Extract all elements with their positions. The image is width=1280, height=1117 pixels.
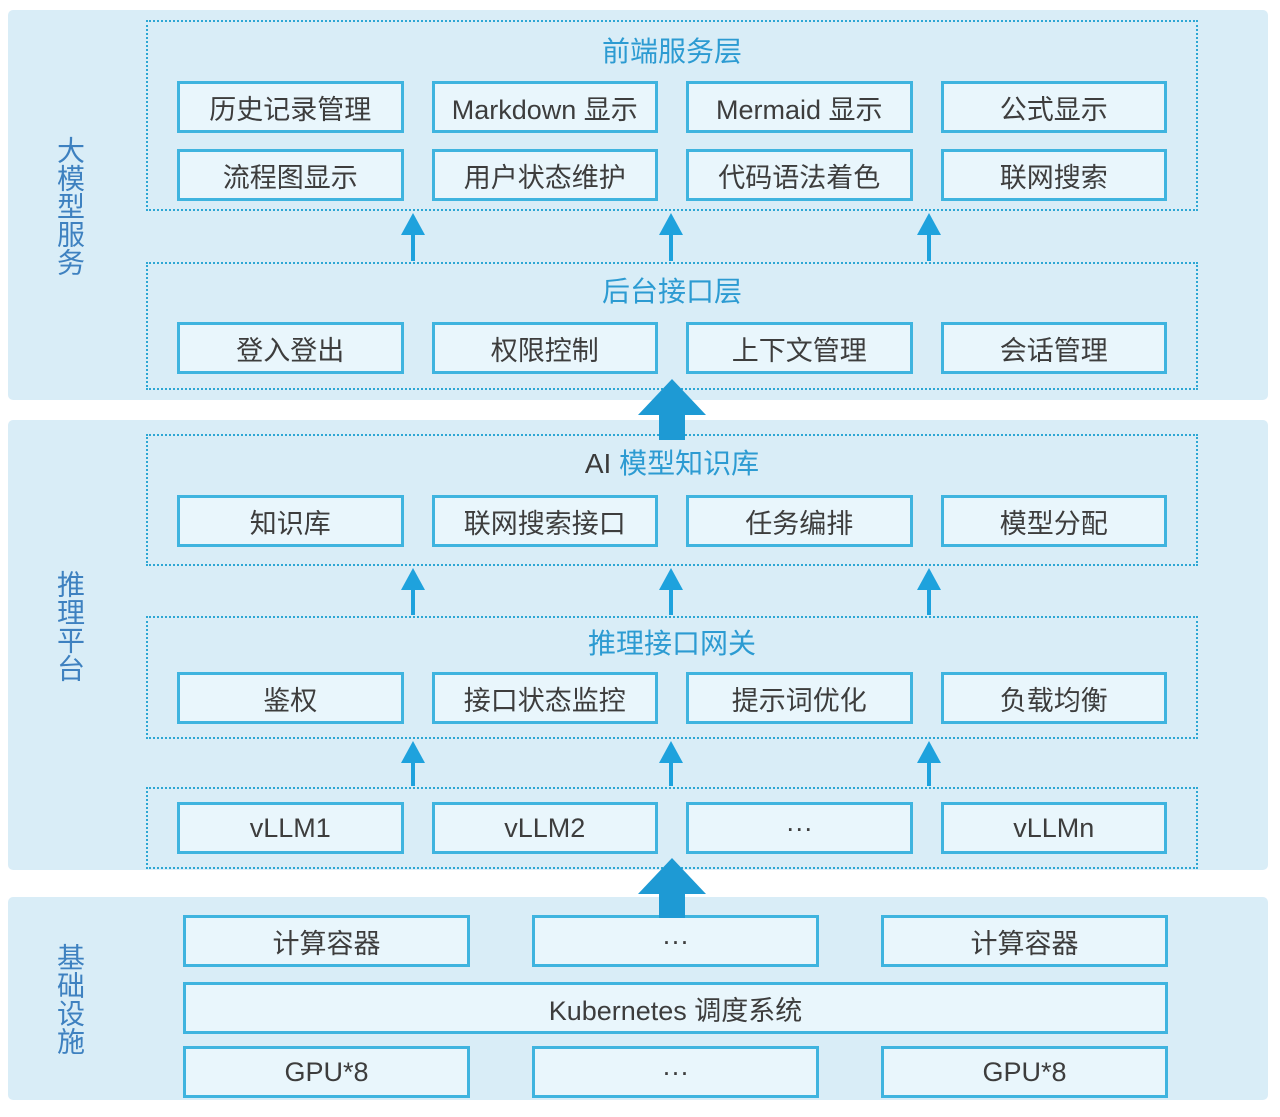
section-model-service: 大模型服务 前端服务层 历史记录管理 Markdown 显示 Mermaid 显… xyxy=(8,10,1268,400)
up-arrow-icon xyxy=(917,741,941,786)
group-title-main: 模型知识库 xyxy=(619,448,760,479)
side-label-infrastructure: 基础设施 xyxy=(54,943,85,1055)
up-arrow-icon xyxy=(401,741,425,786)
diagram-node: Mermaid 显示 xyxy=(686,81,913,133)
node-grid: vLLM1 vLLM2 ··· vLLMn xyxy=(148,802,1196,854)
diagram-node: 流程图显示 xyxy=(177,149,404,201)
group-title-prefix: AI xyxy=(584,448,620,479)
diagram-node: 模型分配 xyxy=(940,495,1167,547)
diagram-node: ··· xyxy=(686,802,913,854)
diagram-node: vLLM2 xyxy=(431,802,658,854)
diagram-node: 会话管理 xyxy=(940,322,1167,374)
diagram-node: ··· xyxy=(532,1046,819,1098)
diagram-node: 提示词优化 xyxy=(686,672,913,724)
up-arrow-icon xyxy=(401,568,425,615)
diagram-node: GPU*8 xyxy=(183,1046,470,1098)
section-inference-platform: 推理平台 AI 模型知识库 知识库 联网搜索接口 任务编排 模型分配 推理接口网… xyxy=(8,420,1268,870)
node-grid: 知识库 联网搜索接口 任务编排 模型分配 xyxy=(148,495,1196,547)
node-grid: 历史记录管理 Markdown 显示 Mermaid 显示 公式显示 流程图显示… xyxy=(148,81,1196,201)
up-arrow-icon xyxy=(917,213,941,261)
node-grid: 登入登出 权限控制 上下文管理 会话管理 xyxy=(148,322,1196,374)
big-up-arrow-icon xyxy=(638,858,706,918)
diagram-node: 联网搜索 xyxy=(940,149,1167,201)
diagram-node: 任务编排 xyxy=(686,495,913,547)
diagram-node: 联网搜索接口 xyxy=(431,495,658,547)
diagram-node: Kubernetes 调度系统 xyxy=(183,982,1168,1034)
node-grid: 鉴权 接口状态监控 提示词优化 负载均衡 xyxy=(148,672,1196,724)
diagram-node: 用户状态维护 xyxy=(431,149,658,201)
diagram-node: 计算容器 xyxy=(183,915,470,967)
diagram-node: Markdown 显示 xyxy=(431,81,658,133)
diagram-node: GPU*8 xyxy=(881,1046,1168,1098)
group-title: 后台接口层 xyxy=(601,276,742,307)
diagram-node: vLLMn xyxy=(940,802,1167,854)
diagram-node: 权限控制 xyxy=(431,322,658,374)
group-ai-model-knowledge-base: AI 模型知识库 知识库 联网搜索接口 任务编排 模型分配 xyxy=(146,434,1198,566)
section-infrastructure: 基础设施 计算容器 ··· 计算容器 Kubernetes 调度系统 GPU*8… xyxy=(8,897,1268,1100)
gpu-row: GPU*8 ··· GPU*8 xyxy=(183,1046,1168,1098)
diagram-node: 接口状态监控 xyxy=(431,672,658,724)
diagram-node: 上下文管理 xyxy=(686,322,913,374)
diagram-node: 历史记录管理 xyxy=(177,81,404,133)
up-arrow-icon xyxy=(659,568,683,615)
diagram-node: 公式显示 xyxy=(940,81,1167,133)
group-backend-api-layer: 后台接口层 登入登出 权限控制 上下文管理 会话管理 xyxy=(146,262,1198,390)
container-row: 计算容器 ··· 计算容器 xyxy=(183,915,1168,967)
kubernetes-row: Kubernetes 调度系统 xyxy=(183,982,1168,1034)
diagram-node: ··· xyxy=(532,915,819,967)
diagram-node: 代码语法着色 xyxy=(686,149,913,201)
up-arrow-icon xyxy=(917,568,941,615)
diagram-node: 鉴权 xyxy=(177,672,404,724)
group-frontend-service-layer: 前端服务层 历史记录管理 Markdown 显示 Mermaid 显示 公式显示… xyxy=(146,20,1198,211)
group-title: 推理接口网关 xyxy=(587,628,756,659)
diagram-node: 知识库 xyxy=(177,495,404,547)
side-label-model-service: 大模型服务 xyxy=(54,136,85,276)
group-title: AI 模型知识库 xyxy=(148,448,1196,480)
diagram-node: 登入登出 xyxy=(177,322,404,374)
side-label-inference-platform: 推理平台 xyxy=(54,570,85,682)
group-inference-api-gateway: 推理接口网关 鉴权 接口状态监控 提示词优化 负载均衡 xyxy=(146,616,1198,739)
group-vllm-cluster: vLLM1 vLLM2 ··· vLLMn xyxy=(146,787,1198,869)
up-arrow-icon xyxy=(401,213,425,261)
diagram-node: vLLM1 xyxy=(177,802,404,854)
group-title: 前端服务层 xyxy=(601,36,742,67)
big-up-arrow-icon xyxy=(638,379,706,440)
up-arrow-icon xyxy=(659,741,683,786)
diagram-node: 计算容器 xyxy=(881,915,1168,967)
up-arrow-icon xyxy=(659,213,683,261)
diagram-node: 负载均衡 xyxy=(940,672,1167,724)
